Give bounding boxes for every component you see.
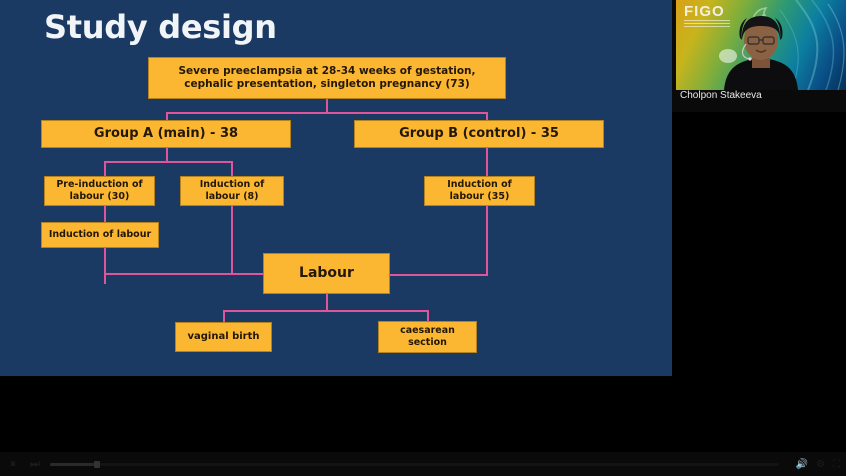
progress-handle[interactable]: [93, 460, 100, 468]
settings-gear-icon[interactable]: ⚙: [816, 458, 825, 470]
node-induction-after-pre-label: Induction of labour: [48, 229, 152, 241]
node-inclusion-criteria-label: Severe preeclampsia at 28-34 weeks of ge…: [178, 64, 476, 90]
connector-labour-down: [326, 294, 328, 311]
shared-slide: Study design Severe preeclampsia at 28-3…: [0, 0, 672, 376]
connector-to-induction-a: [231, 161, 233, 275]
play-pause-button[interactable]: ⏸: [10, 457, 16, 470]
connector-to-caesarean: [427, 310, 429, 322]
progress-fill: [50, 462, 94, 466]
node-pre-induction-a: Pre-induction of labour (30): [44, 176, 155, 206]
figo-logo-icon: FIGO: [684, 4, 746, 34]
node-labour-label: Labour: [299, 264, 354, 281]
study-design-flowchart: Severe preeclampsia at 28-34 weeks of ge…: [41, 57, 604, 353]
node-vaginal-birth: vaginal birth: [175, 322, 272, 352]
connector-right-into-labour: [388, 274, 488, 276]
node-labour: Labour: [263, 253, 390, 294]
node-induction-a: Induction of labour (8): [180, 176, 284, 206]
page-title: Study design: [44, 8, 277, 46]
connector-inclusion-split: [166, 112, 488, 114]
presenter-name-label: Cholpon Stakeeva: [680, 90, 762, 101]
node-induction-a-label: Induction of labour (8): [199, 179, 265, 202]
participant-video-tile[interactable]: FIGO: [672, 0, 846, 112]
connector-left-into-labour: [104, 273, 266, 275]
node-group-b-label: Group B (control) - 35: [399, 125, 559, 141]
node-induction-after-pre: Induction of labour: [41, 222, 159, 248]
node-pre-induction-a-label: Pre-induction of labour (30): [56, 179, 143, 202]
figo-logo-subtext: [684, 20, 730, 29]
connector-to-vaginal-birth: [223, 310, 225, 323]
progress-bar[interactable]: [50, 460, 779, 468]
connector-inclusion-down: [326, 99, 328, 113]
node-group-a-label: Group A (main) - 38: [93, 125, 239, 141]
node-inclusion-criteria: Severe preeclampsia at 28-34 weeks of ge…: [148, 57, 506, 99]
player-control-bar[interactable]: ⏸ ⏭ 🔊 ⚙ ⛶: [0, 452, 846, 476]
fullscreen-icon[interactable]: ⛶: [833, 458, 840, 470]
video-feed: FIGO: [676, 0, 846, 90]
presenter-portrait: [719, 16, 798, 90]
node-group-b: Group B (control) - 35: [354, 120, 604, 148]
connector-to-group-a: [166, 112, 168, 122]
node-induction-b: Induction of labour (35): [424, 176, 535, 206]
connector-group-a-down: [166, 148, 168, 162]
node-induction-b-label: Induction of labour (35): [447, 179, 512, 202]
connector-labour-split: [223, 310, 428, 312]
connector-to-group-b: [486, 112, 488, 122]
connector-group-a-split: [104, 161, 232, 163]
node-caesarean-section-label: caesarean section: [400, 325, 455, 348]
node-group-a: Group A (main) - 38: [41, 120, 291, 148]
figo-logo-text: FIGO: [684, 3, 725, 20]
node-vaginal-birth-label: vaginal birth: [187, 330, 260, 342]
connector-group-b-down: [486, 148, 488, 276]
next-track-button[interactable]: ⏭: [30, 457, 40, 470]
volume-icon[interactable]: 🔊: [795, 458, 809, 470]
node-caesarean-section: caesarean section: [378, 321, 477, 353]
